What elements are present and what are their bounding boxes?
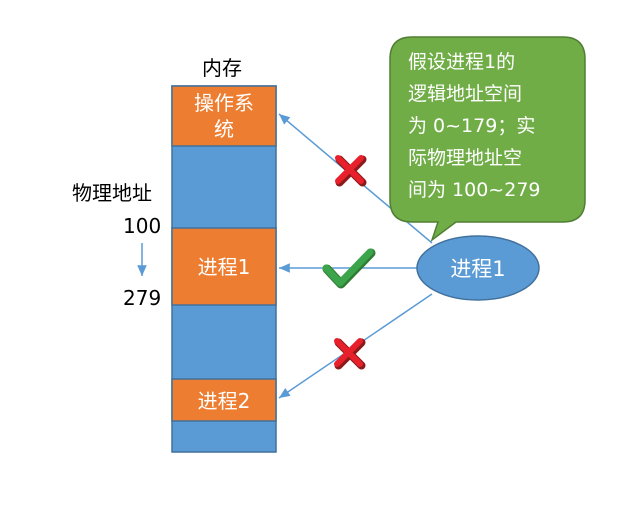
callout-line-3: 为 0~179；实 xyxy=(408,115,535,137)
physical-address-end: 279 xyxy=(123,286,161,310)
segment-os-label-line1: 操作系 xyxy=(194,91,254,115)
check-icon xyxy=(322,248,376,289)
segment-process1-label: 进程1 xyxy=(198,255,251,279)
memory-segment-os: 操作系 统 xyxy=(171,85,277,147)
callout-line-5: 间为 100~279 xyxy=(408,179,541,201)
cross-icon xyxy=(334,338,366,370)
physical-address-label: 物理地址 xyxy=(72,181,152,205)
physical-address-start: 100 xyxy=(123,214,161,238)
memory-segment-process2: 进程2 xyxy=(171,378,277,422)
callout-line-1: 假设进程1的 xyxy=(408,51,515,73)
memory-title: 内存 xyxy=(202,56,242,80)
callout-line-2: 逻辑地址空间 xyxy=(408,83,522,105)
segment-os-label-line2: 统 xyxy=(214,117,234,141)
process-node: 进程1 xyxy=(416,235,540,301)
segment-process2-label: 进程2 xyxy=(198,389,251,413)
memory-segment-process1: 进程1 xyxy=(171,227,277,306)
callout-bubble: 假设进程1的 逻辑地址空间 为 0~179；实 际物理地址空 间为 100~27… xyxy=(389,36,586,243)
process-node-label: 进程1 xyxy=(450,257,505,281)
callout-line-4: 际物理地址空 xyxy=(408,147,522,169)
cross-icon xyxy=(335,155,367,187)
